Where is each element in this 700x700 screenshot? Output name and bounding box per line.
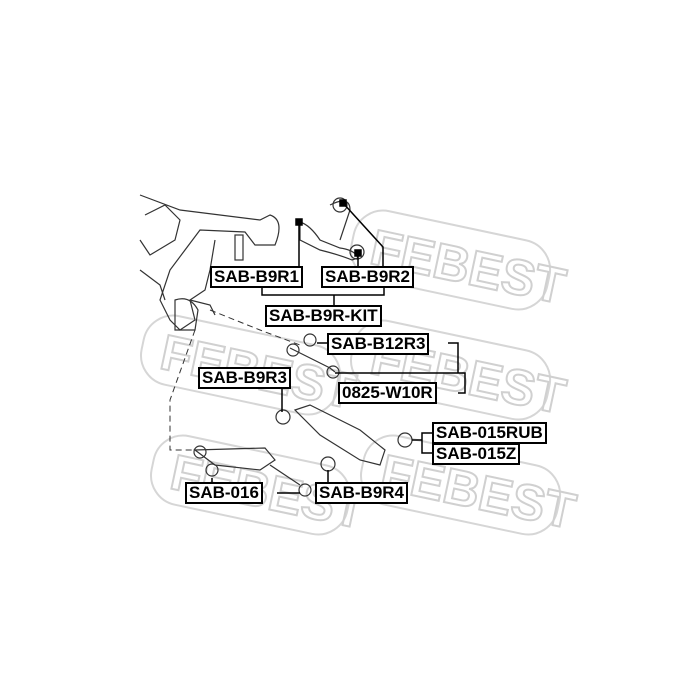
subframe-drawing <box>139 194 280 331</box>
part-label-sab-016[interactable]: SAB-016 <box>185 482 263 504</box>
leader-lines <box>211 199 466 494</box>
links-drawing <box>193 333 413 497</box>
part-label-sab-b9r3[interactable]: SAB-B9R3 <box>198 367 292 389</box>
part-label-sab-b12r3[interactable]: SAB-B12R3 <box>327 333 430 355</box>
part-label-sab-015rub[interactable]: SAB-015RUB <box>432 422 547 444</box>
part-label-sab-b9r-kit[interactable]: SAB-B9R-KIT <box>265 305 382 327</box>
part-label-sab-b9r2[interactable]: SAB-B9R2 <box>321 266 415 288</box>
part-label-0825-w10r[interactable]: 0825-W10R <box>338 382 437 404</box>
part-label-sab-015z[interactable]: SAB-015Z <box>432 443 521 465</box>
part-label-sab-b9r1[interactable]: SAB-B9R1 <box>210 266 304 288</box>
part-label-sab-b9r4[interactable]: SAB-B9R4 <box>315 482 409 504</box>
